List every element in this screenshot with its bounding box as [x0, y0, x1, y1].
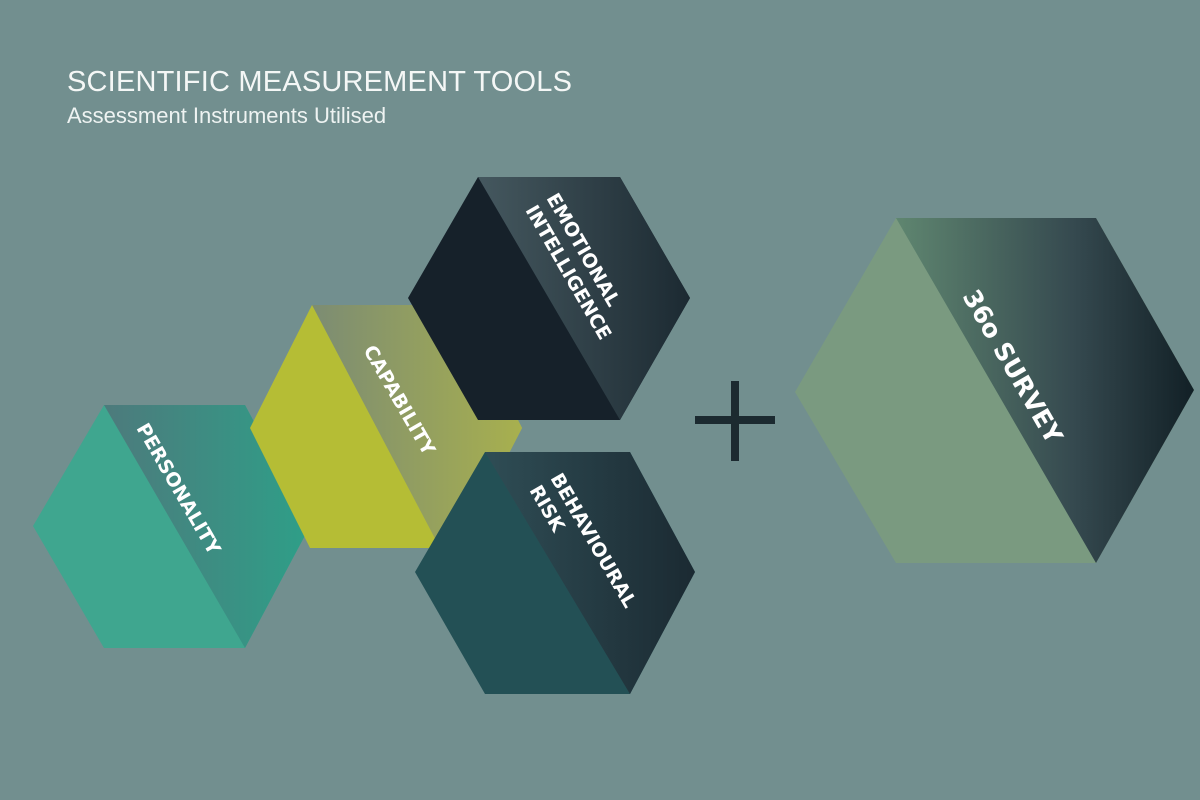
- hex-behavioural-risk: BEHAVIOURAL RISK: [415, 452, 695, 694]
- hex-360-survey: 36o SURVEY: [795, 218, 1194, 563]
- page-title: SCIENTIFIC MEASUREMENT TOOLS: [67, 66, 573, 98]
- hex-emotional-intelligence: EMOTIONAL INTELLIGENCE: [408, 177, 690, 420]
- page-subtitle: Assessment Instruments Utilised: [67, 103, 387, 128]
- plus-icon: [695, 381, 775, 461]
- hex-personality: PERSONALITY: [33, 405, 310, 648]
